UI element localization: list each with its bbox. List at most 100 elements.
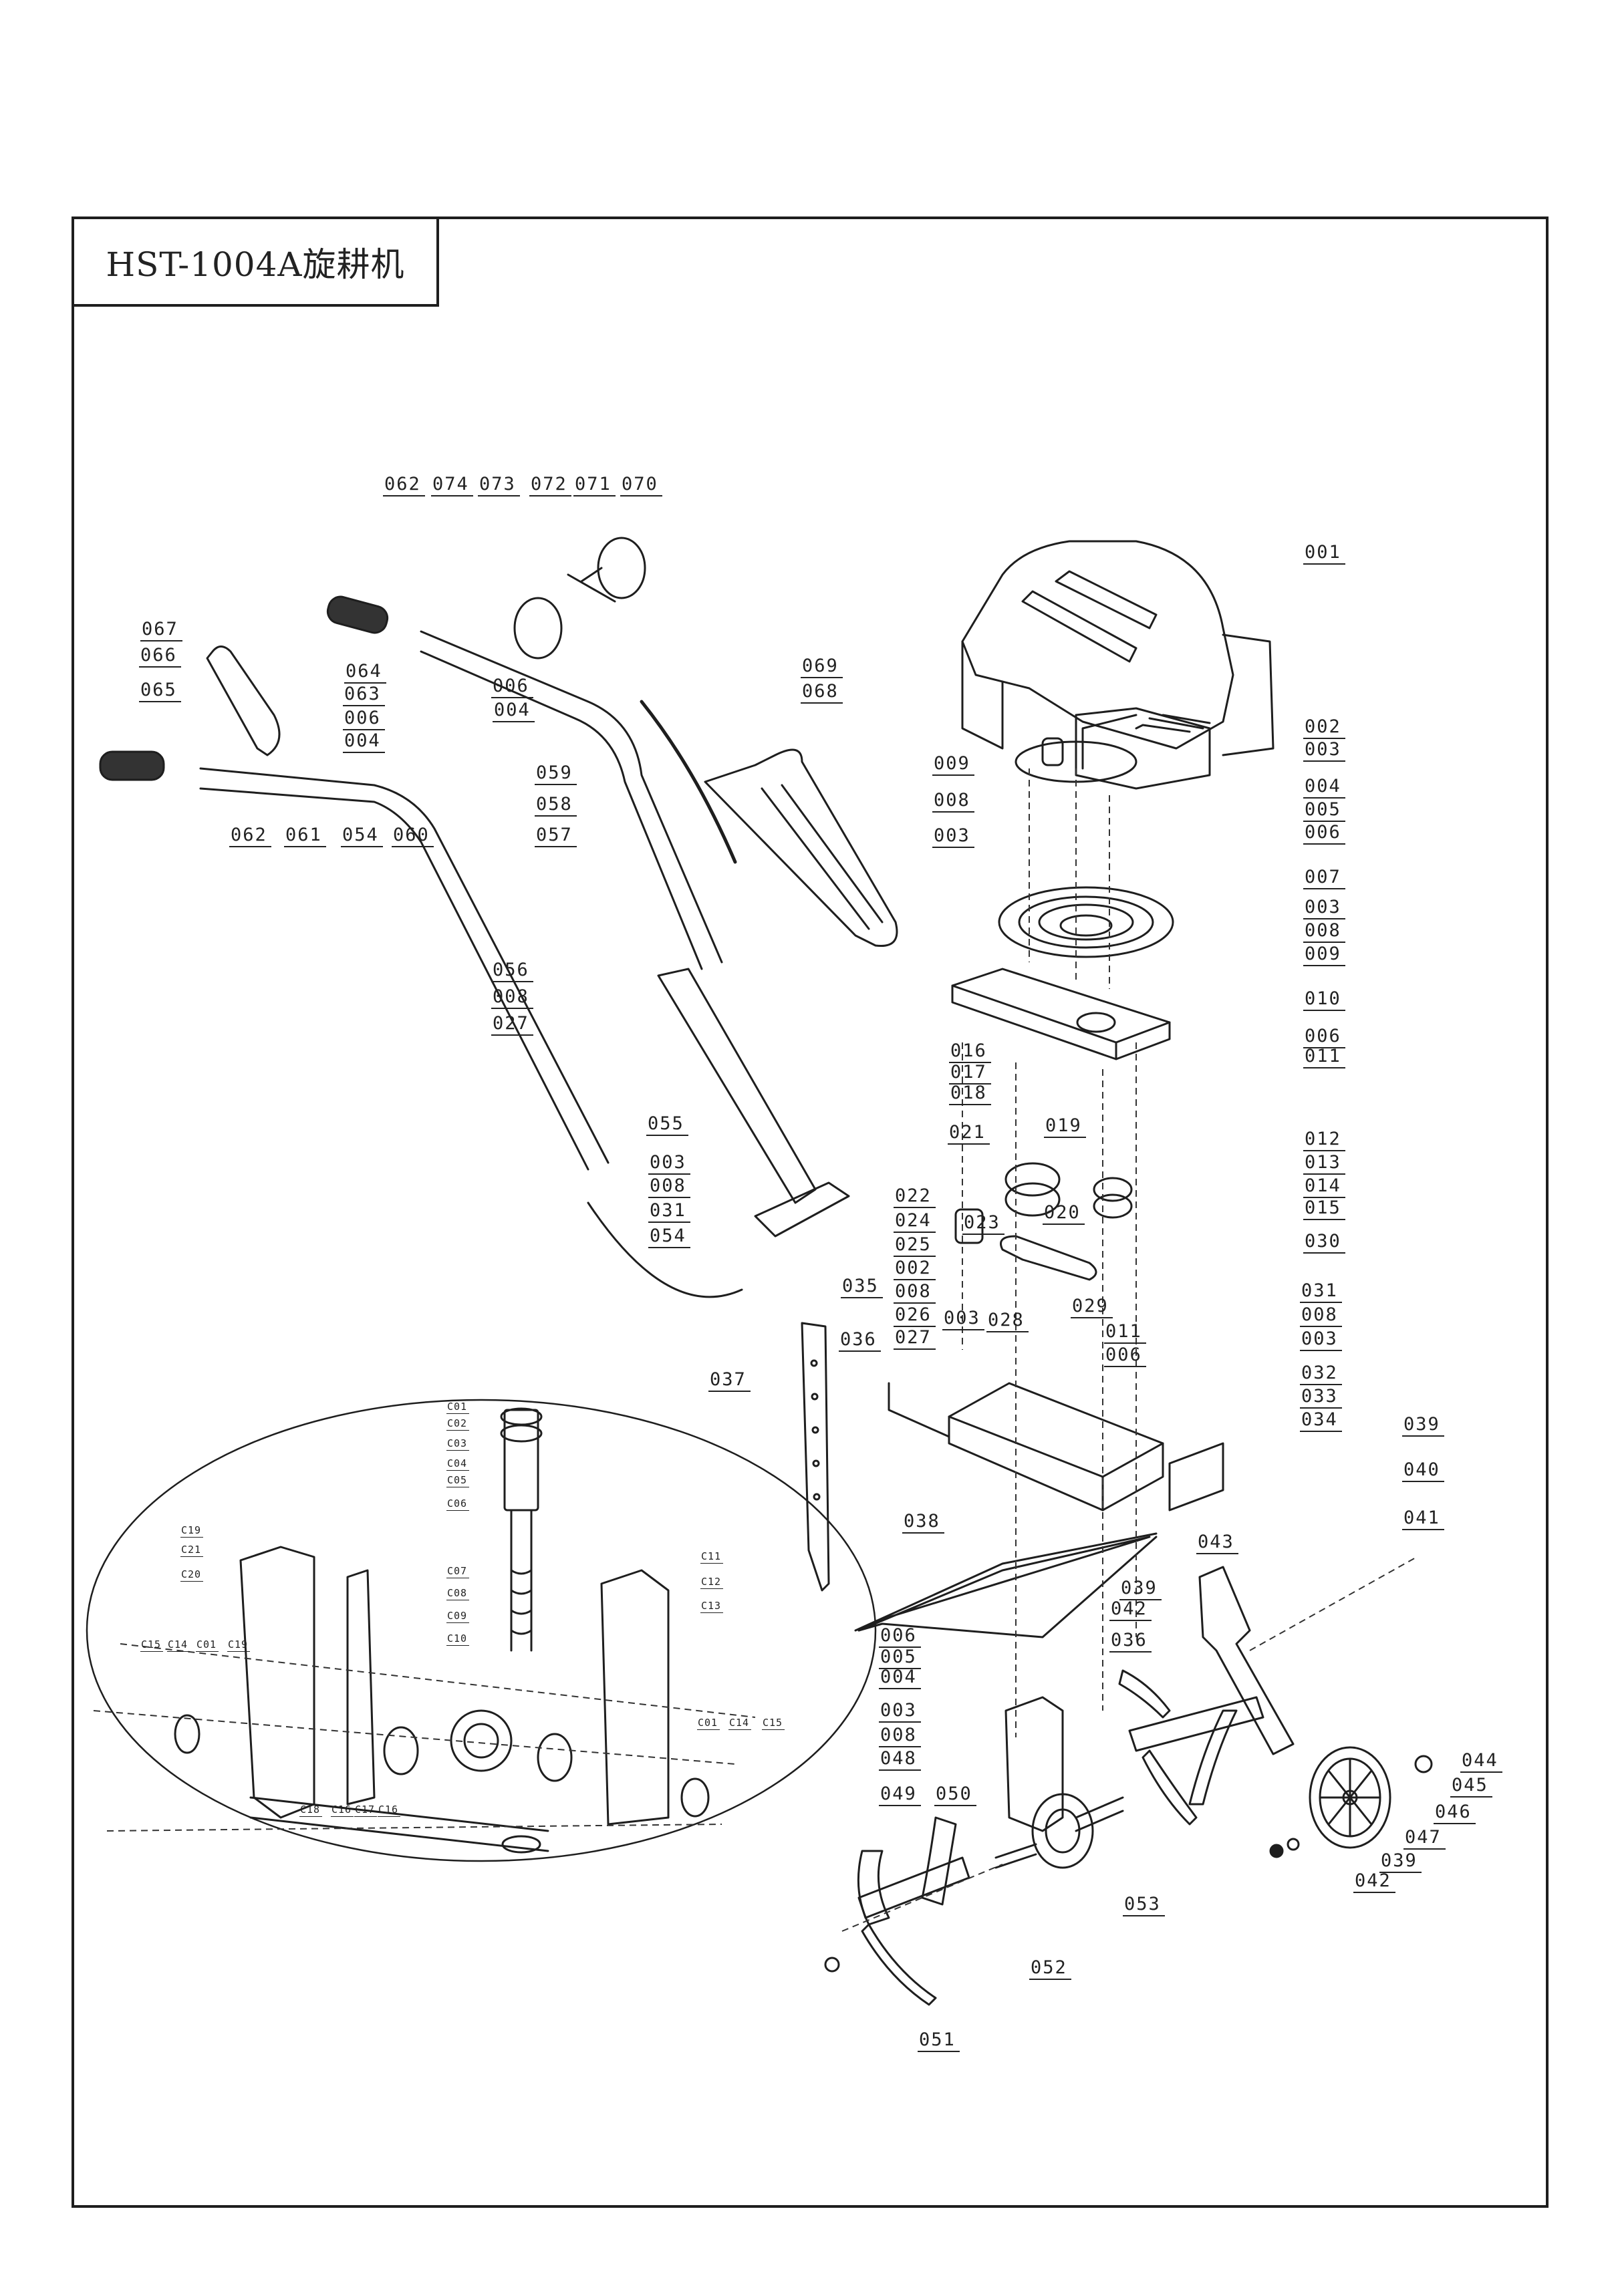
part-callout-064: 064	[344, 662, 386, 684]
part-callout-c16: C16	[378, 1804, 401, 1817]
part-callout-c07: C07	[446, 1566, 470, 1578]
part-callout-036: 036	[1109, 1630, 1152, 1653]
part-callout-035: 035	[841, 1276, 883, 1298]
part-callout-c08: C08	[446, 1588, 470, 1600]
part-callout-007: 007	[1303, 867, 1345, 889]
part-callout-042: 042	[1109, 1599, 1152, 1621]
part-callout-011: 011	[1104, 1322, 1146, 1344]
part-callout-062: 062	[229, 825, 271, 847]
part-callout-003: 003	[1303, 897, 1345, 919]
gearbox-column-drawing	[994, 1696, 1124, 1869]
part-callout-045: 045	[1450, 1775, 1492, 1798]
part-callout-061: 061	[284, 825, 326, 847]
part-callout-008: 008	[1300, 1305, 1342, 1327]
part-callout-049: 049	[879, 1784, 921, 1806]
part-callout-003: 003	[879, 1701, 921, 1723]
title-block: HST-1004A旋耕机	[72, 217, 439, 307]
part-callout-041: 041	[1402, 1508, 1444, 1530]
part-callout-063: 063	[343, 684, 385, 706]
engine-drawing	[961, 540, 1274, 790]
part-callout-c19: C19	[227, 1639, 251, 1652]
part-callout-006: 006	[1303, 823, 1345, 845]
part-callout-014: 014	[1303, 1176, 1345, 1198]
part-callout-003: 003	[648, 1153, 690, 1175]
part-callout-008: 008	[491, 987, 533, 1009]
part-callout-004: 004	[493, 700, 535, 722]
part-callout-c14: C14	[167, 1639, 190, 1652]
part-callout-062: 062	[383, 474, 425, 496]
part-callout-c09: C09	[446, 1610, 470, 1623]
part-callout-c03: C03	[446, 1438, 470, 1451]
wheel-assembly-drawing	[1198, 1566, 1433, 1858]
part-callout-027: 027	[894, 1328, 936, 1350]
depth-bar-drawing	[801, 1322, 830, 1592]
part-callout-066: 066	[139, 645, 181, 668]
part-callout-059: 059	[535, 763, 577, 785]
part-callout-042: 042	[1353, 1871, 1395, 1893]
part-callout-065: 065	[139, 680, 181, 702]
part-callout-044: 044	[1460, 1751, 1502, 1773]
part-callout-003: 003	[942, 1308, 984, 1330]
throttle-control-drawing	[513, 537, 646, 660]
part-callout-004: 004	[1303, 776, 1345, 799]
part-callout-034: 034	[1300, 1410, 1342, 1432]
part-callout-047: 047	[1403, 1828, 1446, 1850]
part-callout-050: 050	[934, 1784, 976, 1806]
part-callout-009: 009	[1303, 944, 1345, 966]
part-callout-046: 046	[1434, 1802, 1476, 1824]
pulley-drawing	[954, 1162, 1133, 1281]
part-callout-006: 006	[1104, 1345, 1146, 1367]
part-callout-001: 001	[1303, 543, 1345, 565]
part-callout-048: 048	[879, 1749, 921, 1771]
part-callout-040: 040	[1402, 1460, 1444, 1482]
part-callout-c06: C06	[446, 1498, 470, 1511]
part-callout-002: 002	[1303, 717, 1345, 739]
handlebar-drawing	[99, 595, 743, 1298]
part-callout-c04: C04	[446, 1458, 470, 1471]
part-callout-027: 027	[491, 1014, 533, 1036]
part-callout-005: 005	[1303, 800, 1345, 822]
part-callout-026: 026	[894, 1305, 936, 1327]
part-callout-073: 073	[478, 474, 520, 496]
part-callout-055: 055	[646, 1114, 688, 1136]
part-callout-008: 008	[648, 1176, 690, 1198]
part-callout-c01: C01	[196, 1639, 219, 1652]
part-callout-019: 019	[1044, 1116, 1086, 1138]
part-callout-051: 051	[918, 2030, 960, 2052]
part-callout-006: 006	[879, 1626, 921, 1648]
part-callout-004: 004	[343, 731, 385, 753]
part-callout-c17: C17	[354, 1804, 378, 1817]
part-callout-025: 025	[894, 1235, 936, 1257]
plate-drawing	[951, 968, 1171, 1060]
part-callout-069: 069	[801, 656, 843, 678]
part-callout-022: 022	[894, 1186, 936, 1208]
tine-right-drawing	[1118, 1669, 1264, 1826]
part-callout-c12: C12	[700, 1576, 724, 1589]
part-callout-003: 003	[1303, 740, 1345, 762]
part-callout-003: 003	[1300, 1329, 1342, 1351]
part-callout-070: 070	[620, 474, 662, 496]
part-callout-008: 008	[932, 791, 974, 813]
part-callout-056: 056	[491, 960, 533, 982]
part-callout-012: 012	[1303, 1129, 1345, 1151]
part-callout-039: 039	[1379, 1851, 1422, 1873]
part-callout-c01: C01	[446, 1401, 470, 1414]
part-callout-052: 052	[1029, 1958, 1071, 1980]
document-title: HST-1004A旋耕机	[106, 245, 405, 284]
part-callout-013: 013	[1303, 1153, 1345, 1175]
part-callout-c14: C14	[728, 1717, 752, 1730]
part-callout-031: 031	[648, 1201, 690, 1223]
mount-flange-drawing	[998, 886, 1174, 958]
part-callout-003: 003	[932, 826, 974, 848]
part-callout-043: 043	[1196, 1532, 1238, 1554]
part-callout-c20: C20	[180, 1569, 204, 1582]
part-callout-071: 071	[573, 474, 616, 496]
part-callout-c05: C05	[446, 1475, 470, 1487]
part-callout-c15: C15	[762, 1717, 785, 1730]
part-callout-057: 057	[535, 825, 577, 847]
part-callout-c13: C13	[700, 1600, 724, 1613]
part-callout-c15: C15	[140, 1639, 164, 1652]
part-callout-033: 033	[1300, 1387, 1342, 1409]
part-callout-006: 006	[1303, 1026, 1345, 1048]
